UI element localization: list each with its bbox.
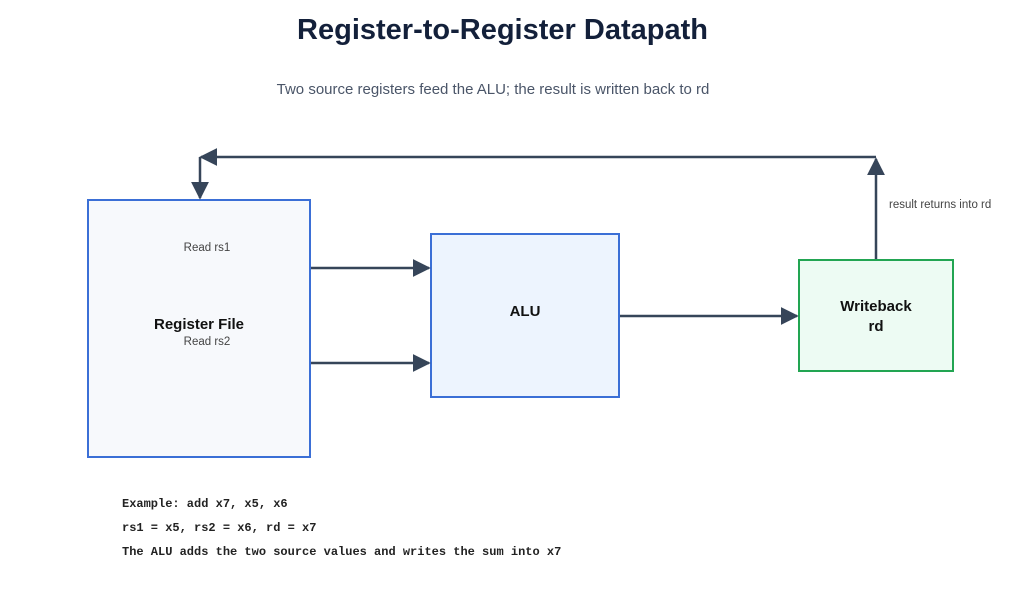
alu-box: [430, 233, 620, 398]
writeback-box: [798, 259, 954, 372]
register-file-port2-label: Read rs2: [184, 336, 231, 348]
feedback-label: result returns into rd: [889, 199, 991, 211]
note-line: Example: add x7, x5, x6: [122, 497, 288, 511]
register-file-port1-label: Read rs1: [184, 242, 231, 254]
writeback-label: Writeback: [840, 298, 912, 315]
note-line: rs1 = x5, rs2 = x6, rd = x7: [122, 521, 317, 535]
alu-label: ALU: [510, 303, 541, 320]
example-notes: Example: add x7, x5, x6 rs1 = x5, rs2 = …: [122, 496, 561, 568]
note-line: The ALU adds the two source values and w…: [122, 545, 562, 559]
register-file-label: Register File: [154, 316, 244, 333]
register-file-box: [87, 199, 311, 458]
page-subtitle: Two source registers feed the ALU; the r…: [276, 81, 710, 98]
writeback-rd-label: rd: [869, 318, 884, 335]
page-title: Register-to-Register Datapath: [297, 14, 708, 46]
